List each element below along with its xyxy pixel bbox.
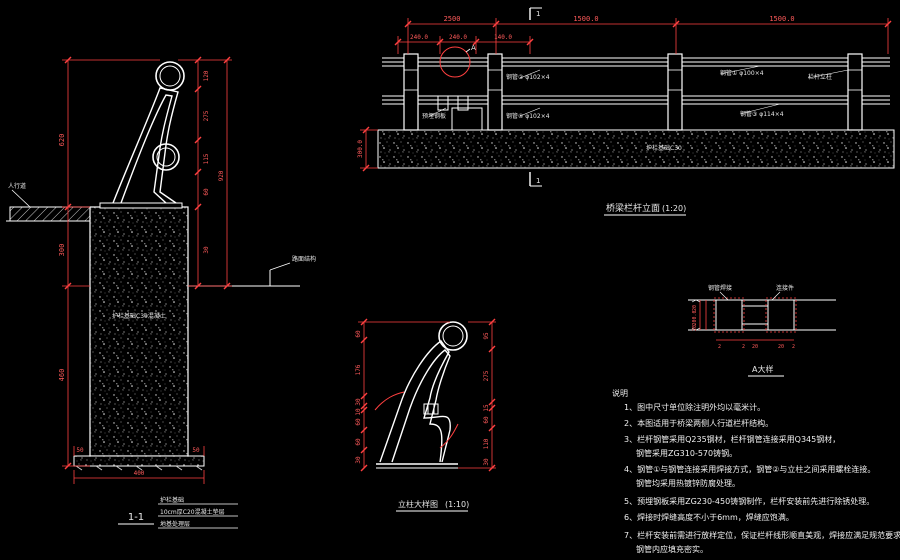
elev-dim-top-1: 2500 xyxy=(444,15,461,23)
callout-plate: 预埋钢板 xyxy=(422,112,446,120)
elevation-scale: (1:20) xyxy=(662,204,686,213)
note-4: 4、钢管①与钢管连接采用焊接方式，钢管②与立柱之间采用螺栓连接。 xyxy=(624,464,875,474)
note-5: 5、预埋钢板采用ZG230-450铸钢制作，栏杆安装前先进行除锈处理。 xyxy=(624,496,874,506)
detail-tube-top xyxy=(438,321,468,351)
dim-bottom-width: 400 xyxy=(134,470,145,477)
note-2: 2、本图适用于桥梁两侧人行道栏杆结构。 xyxy=(624,418,773,428)
detail-a-title: A大样 xyxy=(752,364,773,374)
legend-cushion: 10cm厚C20混凝土垫层 xyxy=(160,508,225,516)
detail-a-dim-1: 20 xyxy=(692,305,698,311)
base-plate xyxy=(99,202,183,209)
legend-subgrade: 地基处理层 xyxy=(160,520,190,528)
detail-a-dim-b5: 2 xyxy=(792,344,795,350)
post-1 xyxy=(403,53,419,131)
elev-dim-sub-2: 240.0 xyxy=(449,34,467,41)
note-7: 7、栏杆安装前需进行放样定位，保证栏杆线形顺直美观，焊接应满足规范要求， xyxy=(624,530,900,540)
post-profile xyxy=(112,87,179,204)
dim-left-3: 460 xyxy=(58,369,66,382)
note-4b: 钢管均采用热镀锌防腐处理。 xyxy=(636,478,740,488)
detail-a-dim-b3: 20 xyxy=(752,344,758,350)
pd-dim-left-6: 60 xyxy=(355,438,362,446)
elevation-title: 桥梁栏杆立面 xyxy=(606,202,660,214)
note-1: 1、图中尺寸单位除注明外均以毫米计。 xyxy=(624,402,765,412)
detail-a-dim-b2: 2 xyxy=(742,344,745,350)
note-3b: 钢管采用ZG310-570铸钢。 xyxy=(636,448,737,458)
pd-dim-left-7: 30 xyxy=(355,456,362,464)
callout-tube-1: 钢管① φ100×4 xyxy=(720,69,764,77)
elev-dim-top-2: 1500.0 xyxy=(573,15,598,23)
elev-dim-sub-1: 240.0 xyxy=(410,34,428,41)
elevation-base xyxy=(377,129,895,169)
post-4 xyxy=(847,53,863,131)
dim-total: 920 xyxy=(218,170,225,181)
detail-a-label-2: 连接件 xyxy=(776,284,794,292)
elev-dim-top-3: 1500.0 xyxy=(769,15,794,23)
dim-left-2: 300 xyxy=(58,244,66,257)
dim-right-2: 275 xyxy=(203,110,210,121)
pd-dim-left-5: 60 xyxy=(355,418,362,426)
label-concrete: 护栏基础C30混凝土 xyxy=(112,312,166,320)
detail-a-dim-3: 20 xyxy=(692,325,698,331)
post-3 xyxy=(667,53,683,131)
dim-right-3: 115 xyxy=(203,153,210,164)
cushion-layer xyxy=(73,455,205,467)
post-2 xyxy=(487,53,503,131)
detail-a-dim-b4: 20 xyxy=(778,344,784,350)
dim-bottom-right: 50 xyxy=(192,447,200,454)
note-6: 6、焊接时焊缝高度不小于6mm，焊缝应饱满。 xyxy=(624,512,794,522)
sidewalk-slab xyxy=(9,206,91,222)
post-detail-scale: (1:10) xyxy=(445,500,469,509)
dim-left-1: 620 xyxy=(58,134,66,147)
elev-dim-left: 300.0 xyxy=(357,140,364,158)
dim-right-1: 120 xyxy=(203,70,210,81)
rail-tube-upper xyxy=(155,61,185,91)
section-mark-bottom: 1 xyxy=(536,177,540,185)
mark-a: A xyxy=(471,44,476,52)
dim-bottom-left: 50 xyxy=(76,447,84,454)
post-detail: 60 176 30 10 60 60 30 95 275 15 60 110 3… xyxy=(355,318,496,512)
elevation-base-label: 护栏基础C30 xyxy=(646,144,682,152)
pd-dim-left-2: 176 xyxy=(355,364,362,375)
pd-dim-right-5: 110 xyxy=(483,438,490,449)
pd-dim-right-6: 30 xyxy=(483,458,490,466)
callout-tube-4: 钢管④ φ102×4 xyxy=(506,112,550,120)
rail-tube-lower xyxy=(152,143,180,171)
section-mark-top: 1 xyxy=(536,10,540,18)
detail-a-label-1: 钢管焊接 xyxy=(708,284,732,292)
pd-dim-right-1: 95 xyxy=(483,332,490,340)
pd-dim-left-1: 60 xyxy=(355,330,362,338)
elevation-view: A 25 xyxy=(357,7,895,216)
label-road-structure: 路面结构 xyxy=(292,255,316,263)
label-sidewalk: 人行道 xyxy=(8,182,26,190)
pd-dim-left-3: 30 xyxy=(355,398,362,406)
pd-dim-right-2: 275 xyxy=(483,370,490,381)
post-detail-title: 立柱大样图 xyxy=(398,499,438,509)
callout-tube-2: 钢管② φ102×4 xyxy=(506,73,550,81)
foundation-block xyxy=(89,206,189,457)
legend-foundation: 护栏基础 xyxy=(160,496,184,504)
pd-dim-right-4: 60 xyxy=(483,416,490,424)
pd-dim-left-4: 10 xyxy=(355,408,362,416)
section-1-1-title: 1-1 xyxy=(128,512,144,523)
detail-a-marker xyxy=(439,46,471,78)
detail-a-dim-b1: 2 xyxy=(718,344,721,350)
detail-a-dim-2: 200.0 xyxy=(692,310,698,325)
detail-a: 钢管焊接 连接件 20 200.0 20 2 2 20 20 2 A大样 xyxy=(688,284,836,377)
elev-dim-sub-3: 140.0 xyxy=(494,34,512,41)
section-1-1: 620 300 460 120 275 115 60 30 920 400 50… xyxy=(6,56,316,529)
pd-dim-right-3: 15 xyxy=(483,404,490,412)
notes-heading: 说明 xyxy=(612,388,628,398)
dim-right-5: 30 xyxy=(203,246,210,254)
note-7b: 钢管内应填充密实。 xyxy=(636,544,708,554)
dim-right-4: 60 xyxy=(203,188,210,196)
callout-tube-3: 钢管③ φ114×4 xyxy=(740,110,784,118)
note-3: 3、栏杆钢管采用Q235钢材，栏杆钢管连接采用Q345钢材， xyxy=(624,434,840,444)
notes-block: 说明 1、图中尺寸单位除注明外均以毫米计。 2、本图适用于桥梁两侧人行道栏杆结构… xyxy=(612,388,900,554)
callout-post: 栏杆立柱 xyxy=(808,73,832,81)
